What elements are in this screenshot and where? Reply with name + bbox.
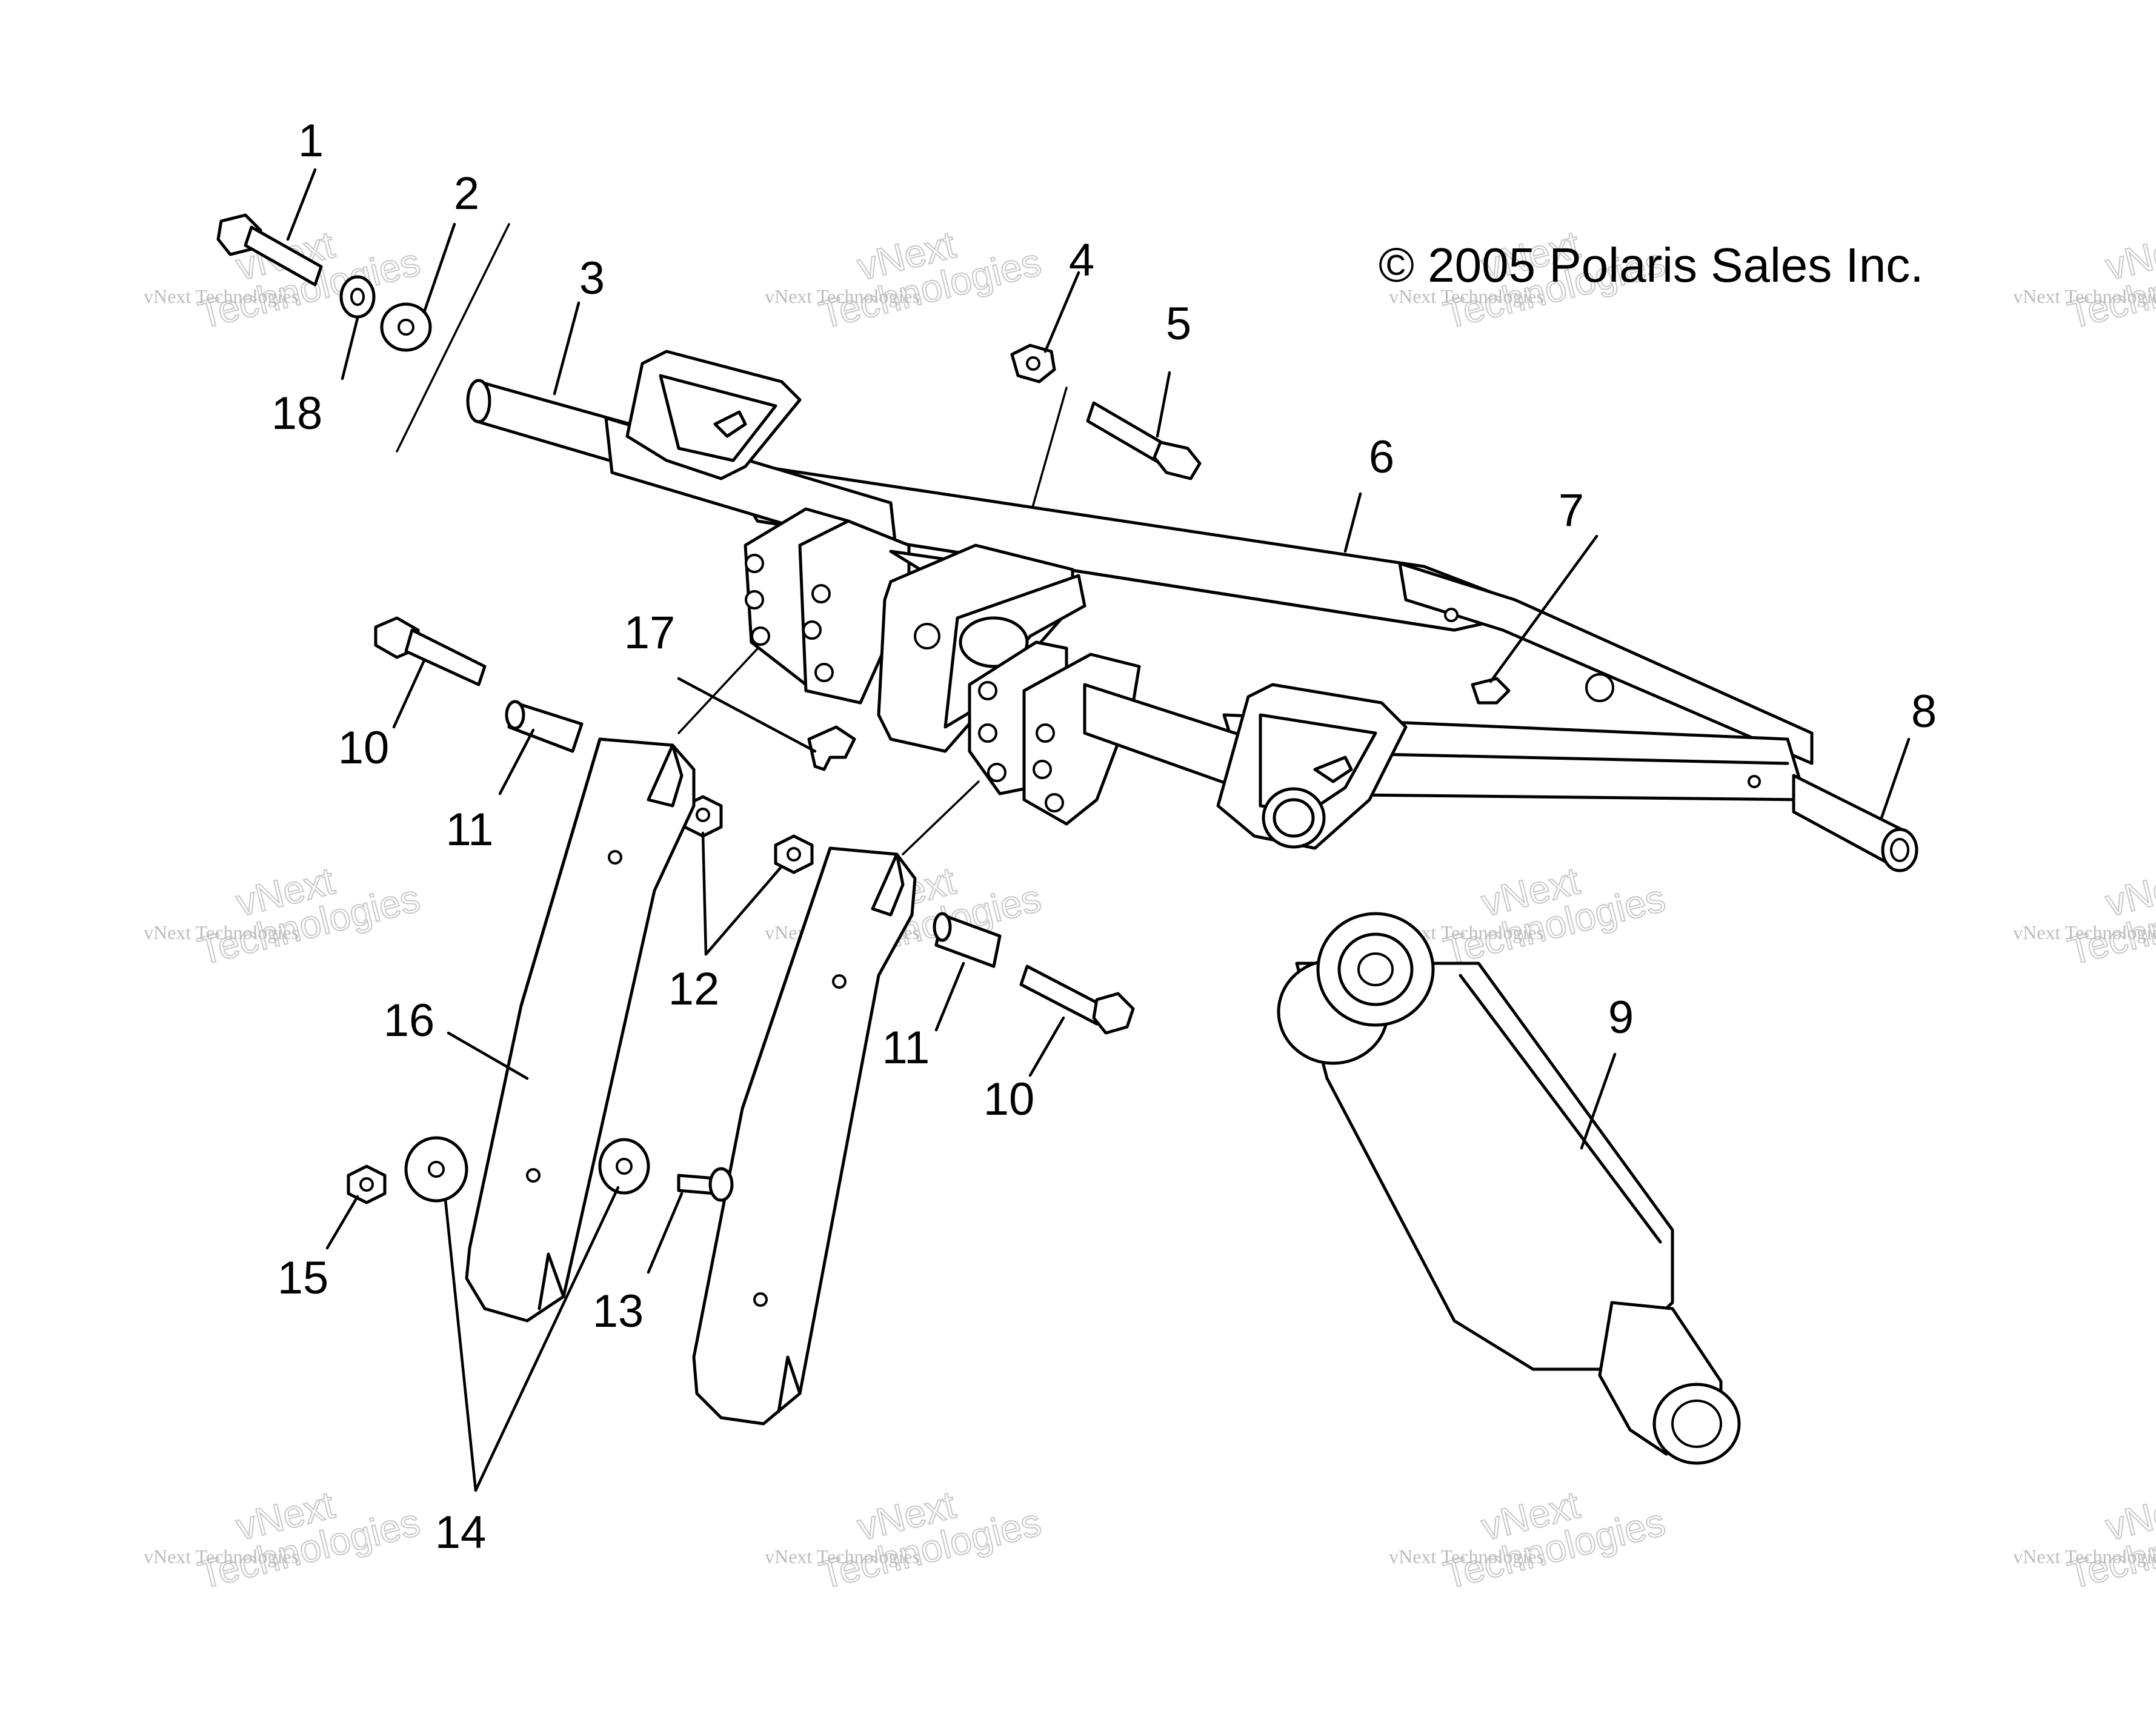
callout-8: 8: [1911, 686, 1937, 737]
callout-5: 5: [1166, 298, 1191, 350]
callout-12: 12: [668, 963, 720, 1015]
watermark-small-text: vNext Technologies: [144, 285, 299, 307]
part-17-grease-fitting: [807, 725, 856, 771]
callout-6: 6: [1369, 431, 1394, 483]
left-bracket: [625, 350, 802, 480]
callouts: 1 2 3 4 5 6 7 8 9 10 10 11 11 12 13 14 1…: [271, 115, 1937, 1558]
part-16-arm-right: [692, 846, 917, 1426]
watermark-small-text: vNext Technologies: [765, 285, 920, 307]
part-18-washer: [339, 275, 376, 319]
part-12-nuts: [683, 795, 814, 874]
suspension-assembly: [216, 168, 1918, 1492]
part-11-bushing-right: [933, 912, 1002, 968]
centerline: [396, 223, 510, 453]
watermark-small-text: vNext Technologies: [2013, 285, 2156, 307]
part-16-arm-left: [465, 737, 696, 1323]
part-13-pin: [677, 1167, 734, 1202]
leader-lines: [286, 168, 1911, 1492]
watermark-small-text: vNext Technologies: [1389, 1546, 1544, 1567]
watermark-small-text: vNext Technologies: [144, 922, 299, 943]
callout-10-right: 10: [983, 1074, 1035, 1125]
watermark-small-text: vNext Technologies: [765, 1546, 920, 1567]
callout-10-left: 10: [338, 722, 390, 774]
part-14-washers: [404, 1136, 650, 1203]
part-11-bushing-left: [505, 700, 584, 753]
part-8-shaft-end: [1792, 774, 1918, 872]
callout-1: 1: [298, 115, 324, 167]
part-15-nut: [347, 1164, 387, 1204]
callout-17: 17: [624, 607, 676, 659]
callout-11-left: 11: [446, 804, 494, 855]
part-2-washer: [380, 302, 432, 352]
part-10-bolt-left: [374, 616, 487, 686]
watermark-small-text: vNext Technologies: [1389, 285, 1544, 307]
right-shaft-bracket: [1083, 683, 1408, 850]
watermark-small-text: vNext Technologies: [144, 1546, 299, 1567]
callout-2: 2: [454, 168, 479, 219]
watermark-small-text: vNext Technologies: [2013, 922, 2156, 943]
part-9-shock: [1277, 912, 1741, 1465]
part-4-nut: [1010, 344, 1056, 384]
callout-13: 13: [593, 1286, 644, 1337]
assembly-line-left-arm: [677, 641, 765, 734]
part-5-bolt: [1086, 401, 1202, 480]
assembly-line-right-arm: [902, 780, 980, 855]
callout-18: 18: [271, 388, 323, 439]
callout-16: 16: [384, 995, 435, 1046]
callout-4: 4: [1069, 234, 1094, 286]
callout-9: 9: [1608, 992, 1634, 1043]
callout-14: 14: [435, 1507, 487, 1558]
callout-11-right: 11: [882, 1022, 930, 1074]
part-10-bolt-right: [1019, 965, 1135, 1035]
copyright-notice: © 2005 Polaris Sales Inc.: [1379, 238, 1923, 292]
callout-3: 3: [579, 253, 605, 304]
watermark-small-text: vNext Technologies: [2013, 1546, 2156, 1567]
callout-15: 15: [278, 1252, 329, 1304]
callout-7: 7: [1559, 485, 1584, 536]
part-1-bolt: [216, 213, 323, 287]
